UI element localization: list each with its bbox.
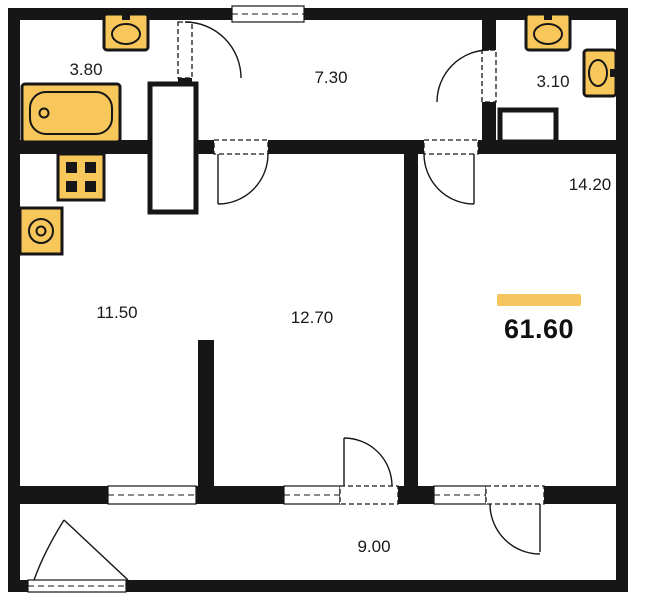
door-living-room — [213, 139, 269, 205]
area-label-bathroom: 3.80 — [69, 60, 103, 79]
window — [231, 5, 305, 23]
window — [283, 485, 341, 505]
wall — [268, 140, 424, 154]
window — [27, 579, 127, 593]
vent-shaft — [147, 81, 199, 215]
wall — [398, 486, 434, 504]
door-balcony-bedroom — [485, 485, 545, 555]
wall — [196, 486, 284, 504]
stove-icon — [56, 152, 106, 202]
sink-icon — [102, 12, 150, 52]
wall — [404, 154, 418, 486]
sink-icon — [524, 12, 572, 52]
area-label-hallway: 7.30 — [314, 68, 348, 87]
wall — [544, 486, 628, 504]
wall — [198, 340, 214, 486]
window — [107, 485, 197, 505]
wall — [8, 8, 628, 20]
area-label-wc: 3.10 — [536, 72, 570, 91]
area-label-kitchen: 11.50 — [96, 303, 138, 322]
bathtub-icon — [20, 82, 122, 144]
washing-machine-icon — [18, 206, 64, 256]
total-area-value: 61.60 — [503, 314, 575, 344]
area-label-living-room: 12.70 — [290, 308, 334, 327]
wall — [482, 20, 496, 50]
door-balcony-living — [339, 437, 399, 505]
wall — [8, 8, 20, 592]
total-area-accent-bar — [497, 294, 581, 306]
door-bedroom — [423, 139, 479, 205]
wall — [196, 140, 214, 154]
window — [433, 485, 487, 505]
area-label-balcony: 9.00 — [357, 537, 391, 556]
wall — [482, 102, 496, 144]
door-wc — [436, 49, 497, 103]
area-label-bedroom: 14.20 — [568, 175, 612, 194]
vent-duct — [497, 107, 559, 145]
windows — [27, 5, 487, 593]
door-bathroom — [177, 21, 242, 79]
wall — [616, 8, 628, 592]
wall — [8, 486, 108, 504]
doors — [33, 21, 545, 581]
door-balcony-casement — [33, 519, 129, 581]
fixtures — [18, 12, 618, 256]
washbasin-icon — [582, 48, 618, 98]
ducts — [147, 81, 559, 215]
wall — [8, 580, 628, 592]
